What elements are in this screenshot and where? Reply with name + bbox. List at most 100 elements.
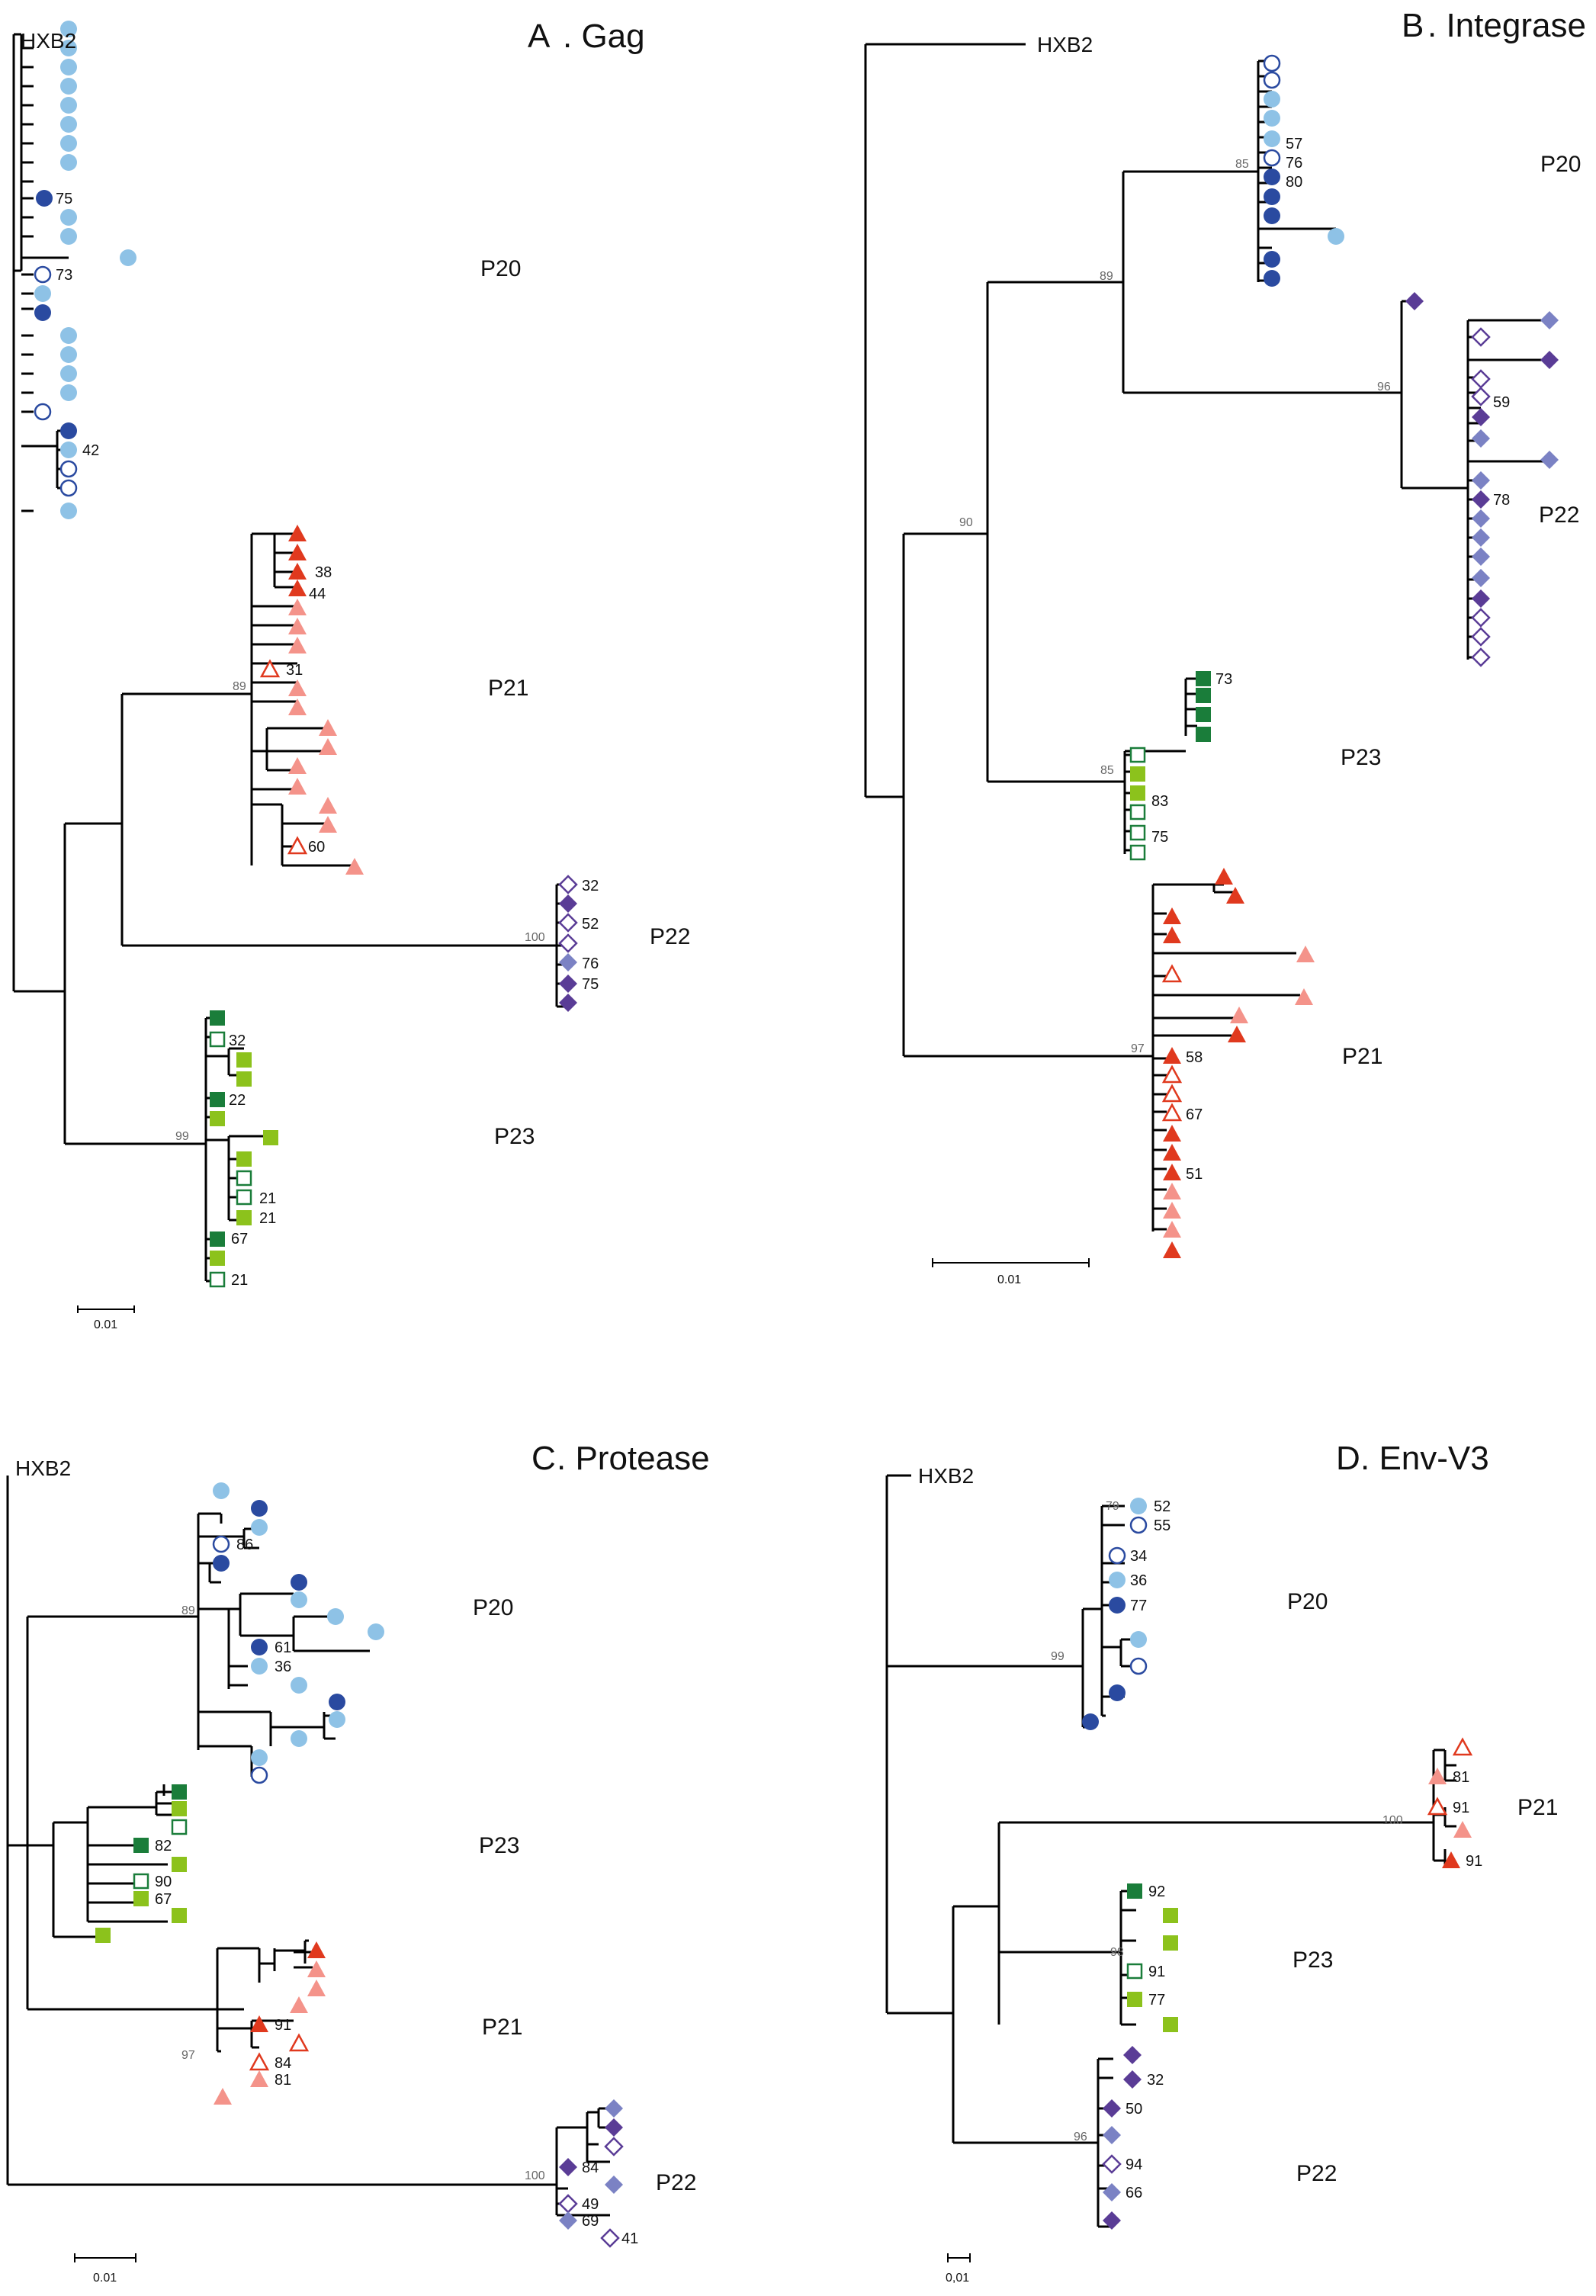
tip-label-gag-6: 60 — [308, 839, 325, 856]
tip-label-gag-11: 32 — [229, 1032, 246, 1049]
bootstrap-integrase-3: 90 — [959, 516, 973, 529]
tip-label-integrase-3: 59 — [1493, 394, 1510, 411]
tip-label-gag-1: 73 — [56, 267, 72, 284]
bootstrap-integrase-5: 97 — [1131, 1042, 1145, 1055]
markers-integrase — [1129, 54, 1559, 1258]
panel-protease — [6, 1476, 610, 2217]
tip-label-envv3-9: 91 — [1148, 1964, 1165, 1980]
text-envv3: HXB2 D . Env-V3 P20 P21 P23 P22 79 99 10… — [918, 1440, 1558, 2285]
bootstrap-gag-1: 100 — [525, 931, 545, 944]
tip-label-gag-13: 21 — [259, 1190, 276, 1207]
tip-label-protease-9: 84 — [582, 2160, 599, 2176]
tip-label-integrase-8: 58 — [1186, 1049, 1203, 1066]
panel-gene-gag: . Gag — [563, 18, 645, 55]
tip-label-gag-7: 32 — [582, 878, 599, 894]
tip-label-gag-8: 52 — [582, 916, 599, 933]
tip-label-protease-3: 82 — [155, 1838, 172, 1854]
tip-label-gag-16: 21 — [231, 1272, 248, 1289]
tip-label-integrase-4: 78 — [1493, 492, 1510, 509]
tip-label-envv3-3: 36 — [1130, 1572, 1147, 1589]
panel-integrase — [864, 43, 1549, 1231]
tip-label-gag-14: 21 — [259, 1210, 276, 1227]
tip-label-envv3-0: 52 — [1154, 1498, 1171, 1515]
patient-label-envv3-1: P21 — [1517, 1795, 1558, 1820]
tip-label-envv3-13: 94 — [1126, 2156, 1142, 2173]
reference-label-integrase: HXB2 — [1037, 33, 1093, 56]
scale-bar-integrase — [932, 1258, 1090, 1267]
tip-label-protease-0: 86 — [236, 1537, 253, 1553]
scale-label-protease: 0.01 — [93, 2272, 117, 2285]
tip-label-gag-2: 42 — [82, 442, 99, 459]
tip-label-integrase-1: 76 — [1286, 155, 1302, 172]
scale-bar-envv3 — [947, 2253, 971, 2262]
tip-label-gag-4: 44 — [309, 586, 326, 602]
bootstrap-envv3-0: 79 — [1106, 1500, 1119, 1513]
tip-label-gag-3: 38 — [315, 564, 332, 581]
tip-label-envv3-6: 91 — [1453, 1800, 1469, 1816]
tip-label-protease-12: 41 — [621, 2230, 638, 2247]
tip-label-protease-8: 81 — [275, 2072, 291, 2089]
tip-label-envv3-5: 81 — [1453, 1769, 1469, 1786]
patient-label-envv3-3: P22 — [1296, 2161, 1337, 2186]
markers-gag — [34, 21, 578, 1288]
scale-bar-gag — [77, 1305, 135, 1313]
panel-gene-protease: . Protease — [557, 1440, 710, 1477]
tip-label-integrase-10: 51 — [1186, 1166, 1203, 1183]
bootstrap-envv3-3: 98 — [1110, 1946, 1124, 1959]
panel-letter-envv3: D — [1336, 1440, 1360, 1477]
patient-label-gag-1: P21 — [488, 676, 528, 701]
tip-label-envv3-1: 55 — [1154, 1517, 1171, 1534]
patient-label-protease-1: P23 — [479, 1833, 519, 1858]
panel-letter-protease: C — [531, 1440, 556, 1477]
tip-label-protease-4: 90 — [155, 1874, 172, 1890]
tip-label-gag-15: 67 — [231, 1231, 248, 1248]
tip-label-integrase-6: 83 — [1151, 793, 1168, 810]
bootstrap-integrase-1: 89 — [1100, 270, 1113, 283]
bootstrap-protease-2: 100 — [525, 2169, 545, 2182]
reference-label-envv3: HXB2 — [918, 1464, 974, 1488]
tip-label-envv3-11: 32 — [1147, 2072, 1164, 2089]
patient-label-protease-0: P20 — [473, 1595, 513, 1620]
tip-label-gag-12: 22 — [229, 1092, 246, 1109]
bootstrap-envv3-1: 99 — [1051, 1650, 1065, 1663]
bootstrap-envv3-4: 96 — [1074, 2131, 1087, 2143]
tip-label-envv3-10: 77 — [1148, 1992, 1165, 2009]
bootstrap-integrase-0: 85 — [1235, 158, 1249, 171]
panel-envv3 — [885, 1474, 1456, 2228]
scale-label-integrase: 0.01 — [997, 1273, 1021, 1286]
patient-label-envv3-0: P20 — [1287, 1589, 1328, 1614]
patient-label-integrase-2: P23 — [1341, 745, 1381, 770]
scale-label-gag: 0.01 — [94, 1318, 117, 1331]
patient-label-gag-2: P22 — [650, 924, 690, 949]
scale-bar-protease — [74, 2253, 136, 2262]
markers-protease — [95, 1482, 624, 2248]
patient-label-integrase-0: P20 — [1540, 152, 1581, 177]
bootstrap-protease-1: 97 — [181, 2049, 195, 2062]
panel-letter-integrase: B — [1402, 7, 1424, 44]
tip-label-protease-1: 61 — [275, 1639, 291, 1656]
tip-label-gag-5: 31 — [286, 662, 303, 679]
tip-label-integrase-9: 67 — [1186, 1106, 1203, 1123]
bootstrap-integrase-2: 96 — [1377, 381, 1391, 393]
tip-label-gag-0: 75 — [56, 191, 72, 207]
scale-label-envv3: 0,01 — [946, 2272, 969, 2285]
tip-label-envv3-2: 34 — [1130, 1548, 1147, 1565]
tip-label-envv3-4: 77 — [1130, 1598, 1147, 1614]
patient-label-protease-3: P22 — [656, 2170, 696, 2195]
bootstrap-integrase-4: 85 — [1100, 764, 1114, 777]
patient-label-integrase-1: P22 — [1539, 503, 1579, 528]
tip-label-envv3-14: 66 — [1126, 2185, 1142, 2201]
panel-gene-integrase: . Integrase — [1427, 7, 1586, 44]
tip-label-protease-2: 36 — [275, 1659, 291, 1675]
text-integrase: HXB2 B . Integrase P20 P22 P23 P21 85 89… — [932, 7, 1586, 1286]
tip-label-integrase-7: 75 — [1151, 829, 1168, 846]
patient-label-protease-2: P21 — [482, 2015, 522, 2040]
patient-label-integrase-3: P21 — [1342, 1044, 1382, 1069]
patient-label-envv3-2: P23 — [1293, 1948, 1333, 1973]
tip-label-integrase-2: 80 — [1286, 174, 1302, 191]
panel-letter-gag: A — [528, 18, 551, 55]
tip-label-protease-5: 67 — [155, 1891, 172, 1908]
bootstrap-envv3-2: 100 — [1382, 1814, 1403, 1827]
tip-label-protease-7: 84 — [275, 2055, 291, 2072]
tip-label-envv3-7: 91 — [1466, 1853, 1482, 1870]
